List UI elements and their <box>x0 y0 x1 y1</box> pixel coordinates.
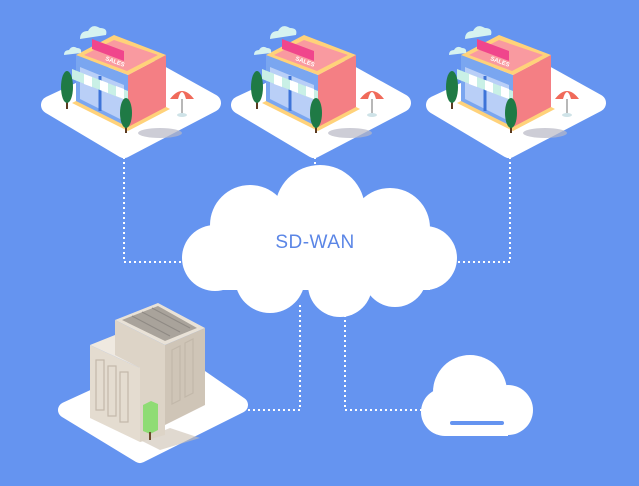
cloud-service-icon <box>421 355 533 436</box>
branch-store-2 <box>240 26 402 149</box>
connector-cloud-service <box>344 305 422 411</box>
headquarters-building <box>58 303 248 463</box>
connector-store-1 <box>123 152 190 263</box>
sd-wan-label: SD-WAN <box>275 232 355 253</box>
sd-wan-cloud <box>182 165 457 317</box>
connector-store-3 <box>445 152 511 263</box>
branch-store-1 <box>50 26 212 149</box>
branch-store-3 <box>435 26 597 149</box>
connector-headquarters <box>243 305 301 411</box>
